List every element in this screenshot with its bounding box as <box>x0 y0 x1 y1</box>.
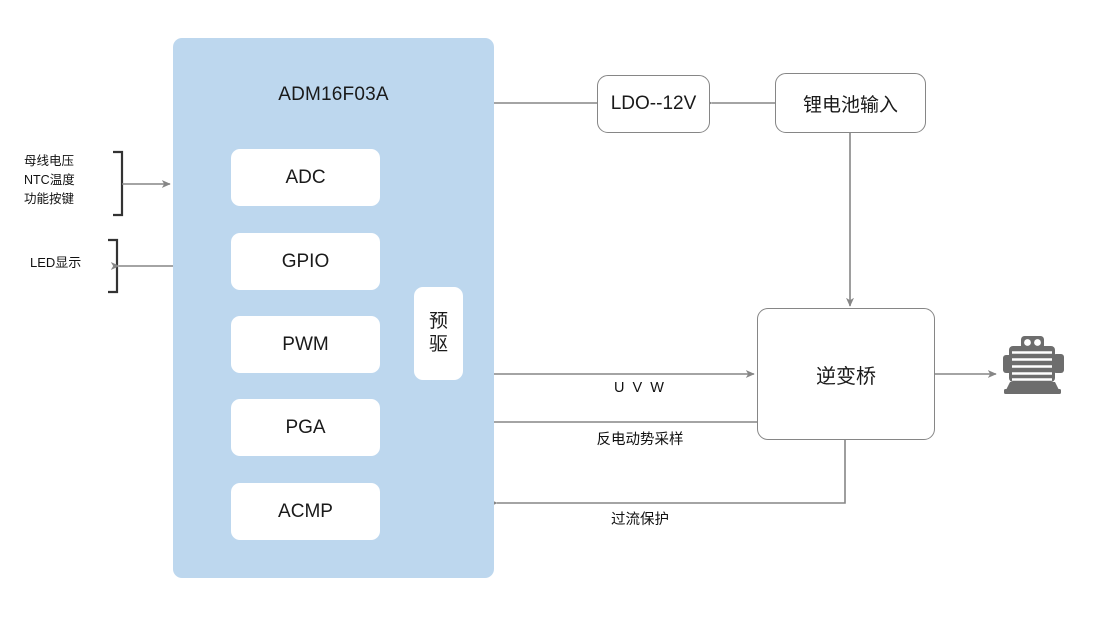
predriver-block[interactable]: 预 驱 <box>414 287 463 380</box>
sensor-input-label-group: 母线电压 NTC温度 功能按键 <box>24 152 75 209</box>
motor-icon <box>1003 336 1064 394</box>
peripheral-block-acmp[interactable]: ACMP <box>231 483 380 540</box>
predriver-label-line2: 驱 <box>428 333 448 355</box>
peripheral-block-adc[interactable]: ADC <box>231 149 380 206</box>
inverter-bridge-block[interactable]: 逆变桥 <box>757 308 935 440</box>
sensor-input-label-function-key: 功能按键 <box>24 192 75 206</box>
peripheral-block-gpio[interactable]: GPIO <box>231 233 380 290</box>
peripheral-block-pwm[interactable]: PWM <box>231 316 380 373</box>
peripheral-block-pga[interactable]: PGA <box>231 399 380 456</box>
sensor-bracket <box>113 150 124 217</box>
sensor-input-label-ntc-temperature: NTC温度 <box>24 173 75 187</box>
ldo-block[interactable]: LDO--12V <box>597 75 710 133</box>
led-bracket <box>108 238 119 294</box>
led-display-label: LED显示 <box>30 255 82 270</box>
signal-label-bemf: 反电动势采样 <box>596 432 684 448</box>
wire-ocp <box>488 440 846 507</box>
predriver-label-line1: 预 <box>428 311 448 333</box>
signal-label-uvw: U V W <box>614 380 666 396</box>
signal-label-ocp: 过流保护 <box>611 512 669 528</box>
battery-input-block[interactable]: 锂电池输入 <box>775 73 926 133</box>
mcu-title: ADM16F03A <box>278 84 389 105</box>
sensor-input-label-bus-voltage: 母线电压 <box>24 154 75 168</box>
